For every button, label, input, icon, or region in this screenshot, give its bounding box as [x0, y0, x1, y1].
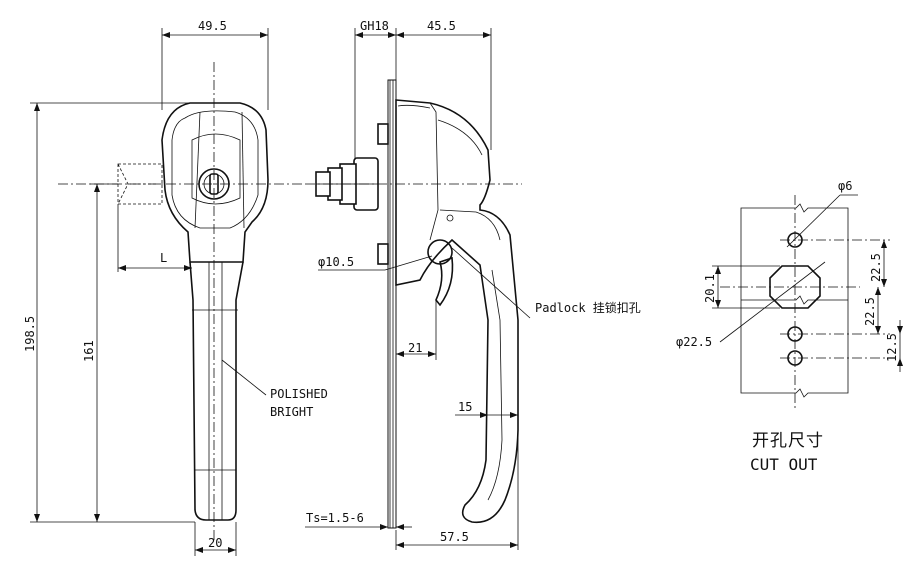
finish-note-line2: BRIGHT — [270, 405, 313, 419]
dim-20-1-label: 20.1 — [703, 274, 717, 303]
dim-15-label: 15 — [458, 400, 472, 414]
dim-total-height-label: 198.5 — [23, 316, 37, 352]
mounting-panel — [387, 79, 397, 529]
cutout-title-en: CUT OUT — [750, 455, 818, 474]
dim-22-5-top-label: 22.5 — [869, 253, 883, 282]
dim-width-label: 49.5 — [198, 19, 227, 33]
dim-depth-label: 45.5 — [427, 19, 456, 33]
dim-boss-dia-label: φ10.5 — [318, 255, 354, 269]
padlock-label: Padlock 挂锁扣孔 — [535, 300, 641, 315]
handle-body-side — [395, 99, 519, 524]
handle-grip — [189, 261, 244, 521]
dim-21-label: 21 — [408, 341, 422, 355]
cutout-panel-outline — [740, 203, 849, 398]
dim-center-dia-label: φ22.5 — [676, 335, 712, 349]
front-view: 49.5 198.5 161 L 20 POLISHED BRIGHT — [23, 19, 328, 556]
dim-12-5-label: 12.5 — [885, 333, 899, 362]
finish-note-line1: POLISHED — [270, 387, 328, 401]
dim-hole-dia-label: φ6 — [838, 179, 852, 193]
cutout-center-hole — [769, 265, 821, 309]
handle-head-outline — [161, 102, 269, 263]
dim-panel-label: Ts=1.5-6 — [306, 511, 364, 525]
handle-head-inner — [171, 110, 259, 229]
dim-overall-depth-label: 57.5 — [440, 530, 469, 544]
handle-head-pocket — [191, 133, 241, 205]
padlock-hook — [435, 256, 454, 307]
side-view: GH18 45.5 φ10.5 21 15 Padlock 挂锁扣孔 Ts=1.… — [305, 19, 641, 550]
dim-l-label: L — [160, 251, 167, 265]
stud-lower — [377, 243, 389, 265]
dim-gh-label: GH18 — [360, 19, 389, 33]
cutout-view: φ6 φ22.5 20.1 22.5 22.5 12.5 开孔尺寸 CUT OU… — [676, 179, 903, 474]
dim-bottom-width-label: 20 — [208, 536, 222, 550]
dim-22-5-mid-label: 22.5 — [863, 297, 877, 326]
dim-axis-height-label: 161 — [82, 340, 96, 362]
stud-upper — [377, 123, 389, 145]
cutout-title-cn: 开孔尺寸 — [752, 431, 824, 451]
